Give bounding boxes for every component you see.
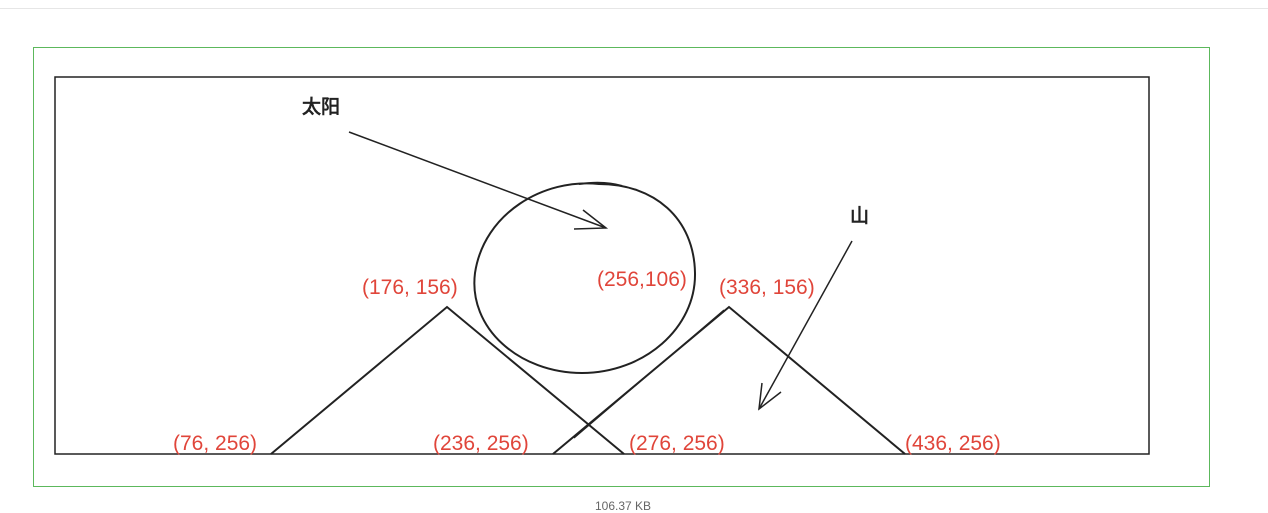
top-divider (0, 8, 1268, 9)
coord-base-1: (76, 256) (173, 432, 257, 455)
mountain-arrow-head (758, 382, 782, 411)
sun-arrow-line (348, 131, 607, 229)
coord-peak-left: (176, 156) (362, 276, 458, 299)
file-size-caption: 106.37 KB (594, 499, 652, 513)
coord-peak-right: (336, 156) (719, 276, 815, 299)
sun-label: 太阳 (302, 95, 340, 118)
image-attachment-frame[interactable]: 太阳 山 (256,106) (176, 156) (336, 156) (76… (33, 47, 1210, 487)
mountain-right-sketch-stroke (573, 309, 725, 439)
sun-circle (473, 181, 697, 375)
canvas-border (54, 76, 1150, 455)
mountain-arrow-line (758, 240, 853, 410)
coord-sun-center: (256,106) (597, 268, 687, 291)
sketch-diagram: 太阳 山 (256,106) (176, 156) (336, 156) (76… (54, 76, 1150, 455)
coord-base-4: (436, 256) (905, 432, 1001, 455)
sun-arrow-head (573, 209, 609, 230)
mountain-left (270, 305, 625, 455)
coord-base-2: (236, 256) (433, 432, 529, 455)
coord-base-3: (276, 256) (629, 432, 725, 455)
mountain-label: 山 (850, 205, 869, 227)
mountain-right (552, 305, 906, 455)
